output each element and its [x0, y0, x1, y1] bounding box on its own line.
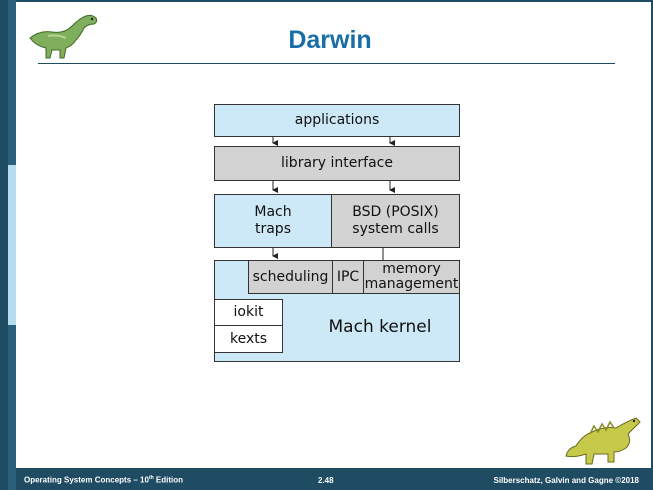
footer-edition-suffix: Edition [153, 476, 183, 485]
kexts-box: kexts [214, 325, 283, 353]
title-divider [38, 63, 615, 64]
left-stripe-dark [0, 0, 8, 490]
mach-traps-line1: Mach [254, 204, 292, 220]
frame-right [651, 0, 653, 490]
memory-line1: memory [382, 261, 441, 277]
library-interface-box: library interface [214, 146, 460, 181]
footer-bar [16, 468, 653, 490]
bsd-line1: BSD (POSIX) [352, 204, 439, 220]
mach-traps-box: Mach traps [214, 194, 332, 248]
frame-top [16, 0, 653, 2]
dinosaur-logo-icon [29, 14, 98, 59]
dinosaur-logo-icon [565, 417, 641, 465]
scheduling-box: scheduling [248, 260, 333, 294]
mach-kernel-label: Mach kernel [328, 316, 432, 337]
footer-page-number: 2.48 [318, 476, 334, 485]
bsd-line2: system calls [352, 221, 439, 237]
mach-traps-line2: traps [254, 221, 291, 237]
memory-line2: management [364, 276, 459, 292]
ipc-box: IPC [332, 260, 364, 294]
footer-book-title-text: Operating System Concepts – 10 [24, 476, 149, 485]
left-stripe-accent [8, 165, 16, 325]
iokit-box: iokit [214, 299, 283, 326]
memory-management-box: memory management [363, 260, 460, 294]
footer-authors: Silberschatz, Galvin and Gagne ©2018 [493, 476, 639, 485]
footer-edition-sup: th [148, 475, 154, 482]
slide-title: Darwin [288, 26, 372, 54]
footer-book-title: Operating System Concepts – 10th Edition [24, 475, 183, 485]
bsd-system-calls-box: BSD (POSIX) system calls [331, 194, 460, 248]
applications-box: applications [214, 104, 460, 137]
